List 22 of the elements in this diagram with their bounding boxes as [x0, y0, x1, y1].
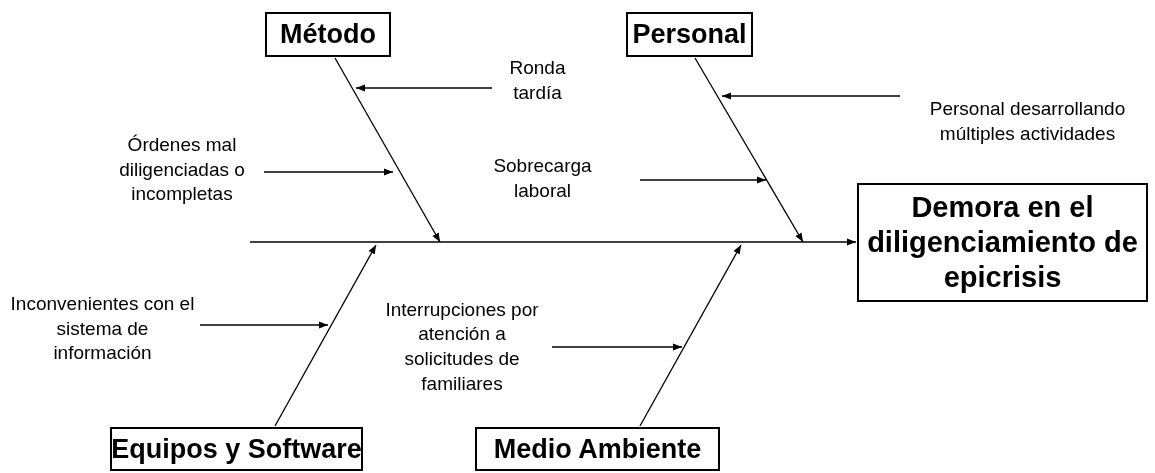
cause-text: Personal desarrollando múltiples actividades [905, 92, 1150, 152]
arrow [694, 57, 804, 243]
arrow [721, 92, 901, 100]
arrow [551, 343, 683, 351]
arrow [263, 168, 394, 176]
cause-text: Interrupciones por atención a solicitudes de familiares [372, 288, 552, 406]
category-box: Medio Ambiente [475, 427, 720, 471]
spine-arrow [249, 238, 857, 246]
arrow [355, 84, 493, 92]
cause-text: Órdenes mal diligenciadas o incompletas [92, 118, 272, 222]
arrow [274, 244, 377, 427]
arrow [639, 176, 767, 184]
arrow [199, 321, 329, 329]
category-box: Método [265, 12, 391, 57]
arrow [639, 244, 742, 427]
category-box: Equipos y Software [110, 427, 363, 471]
cause-text: Ronda tardía [490, 48, 585, 114]
effect-box: Demora en el diligenciamiento de epicrisis [857, 183, 1148, 302]
arrow [334, 57, 441, 243]
category-box: Personal [626, 12, 753, 57]
cause-text: Sobrecarga laboral [480, 148, 605, 210]
cause-text: Inconvenientes con el sistema de información [5, 285, 200, 373]
